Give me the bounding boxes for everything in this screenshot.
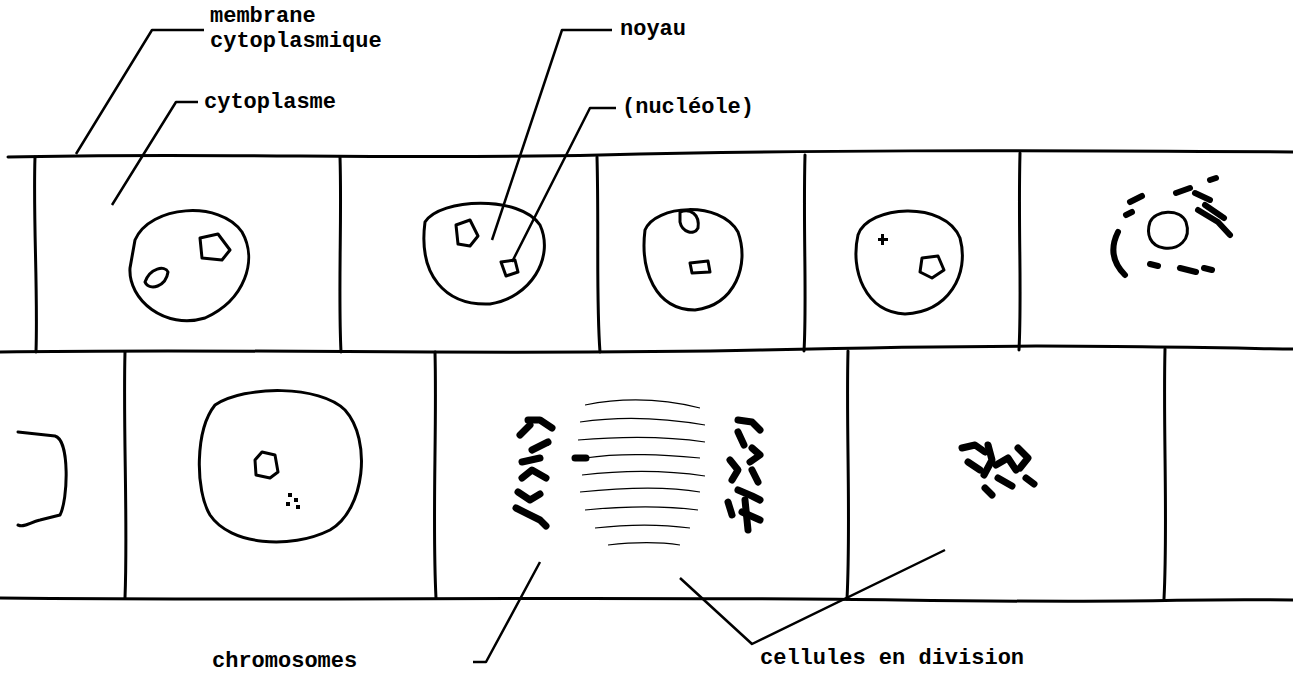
cell-wall	[847, 351, 849, 599]
spindle-fiber	[595, 525, 690, 528]
chromosome	[1210, 178, 1216, 180]
cell-wall	[1019, 153, 1020, 350]
spindle-fiber	[585, 455, 700, 458]
spindle-fibers	[578, 400, 705, 545]
cell-wall	[125, 352, 126, 598]
leader-line	[473, 562, 540, 662]
partial-nucleus	[18, 432, 66, 526]
spindle-fiber	[582, 471, 705, 476]
chromosome	[1150, 264, 1158, 266]
chromatin	[286, 502, 290, 506]
chromosome	[1176, 188, 1190, 193]
chromosome	[985, 488, 992, 495]
spindle-fiber	[585, 507, 698, 510]
chromosome	[516, 508, 546, 526]
chromosome	[522, 470, 546, 478]
chromosome	[1180, 268, 1196, 272]
chromosome	[962, 445, 985, 452]
nuclei	[130, 203, 1188, 542]
nucleolus	[255, 452, 278, 478]
leader-line	[76, 30, 204, 154]
leader-lines	[76, 30, 945, 662]
chromosome	[968, 462, 980, 470]
nucleolus	[200, 234, 230, 260]
chromosome	[1026, 478, 1034, 484]
chromosome	[738, 420, 760, 430]
chromatin	[296, 505, 300, 509]
spindle-fiber	[608, 543, 680, 545]
cell-wall	[0, 346, 1293, 352]
nucleolus	[145, 268, 168, 287]
anaphase-chromosomes	[516, 420, 760, 530]
cell-wall	[1164, 349, 1166, 599]
chromosome	[998, 478, 1012, 486]
leader-line	[492, 30, 612, 240]
chromosome	[738, 490, 760, 500]
nucleolus	[680, 211, 698, 232]
part-label: membrane cytoplasmique	[208, 4, 398, 54]
metaphase-chromosomes	[962, 445, 1034, 495]
leader-line	[512, 108, 616, 262]
cell-walls	[0, 151, 1293, 602]
chromosome	[532, 442, 548, 450]
nucleolus	[501, 260, 518, 276]
leader-line	[112, 102, 198, 205]
chromatin	[294, 498, 298, 502]
part-label: chromosomes	[210, 649, 359, 674]
chromatin-dots	[286, 234, 888, 509]
chromosome	[1018, 448, 1028, 468]
cell-wall	[35, 157, 37, 352]
part-label: noyau	[618, 17, 688, 42]
chromosome	[984, 445, 992, 475]
spindle-fiber	[580, 418, 705, 425]
chromosome	[1195, 193, 1210, 200]
nucleolus	[690, 261, 710, 273]
leader-line	[680, 550, 945, 644]
cell-wall	[0, 598, 1293, 601]
chromosome	[1130, 196, 1142, 202]
cell-wall	[597, 157, 600, 352]
chromosome	[1126, 212, 1132, 215]
chromatin	[881, 234, 884, 245]
chromosome	[522, 458, 540, 462]
spindle-fiber	[578, 437, 705, 442]
chromosome	[1113, 232, 1125, 275]
part-label: cellules en division	[758, 646, 1026, 671]
part-label: cytoplasme	[202, 90, 338, 115]
nucleus	[199, 391, 361, 542]
spindle-fiber	[585, 400, 700, 408]
chromosome	[518, 492, 540, 500]
nucleolus	[456, 220, 478, 246]
chromatin	[288, 493, 292, 497]
cell-wall	[340, 157, 341, 352]
nucleus	[130, 211, 249, 321]
nucleus	[644, 210, 742, 310]
chromosome	[996, 458, 1016, 470]
nucleolus	[1149, 212, 1188, 248]
chromosome	[520, 425, 530, 435]
chromosome	[745, 500, 748, 530]
chromosome	[750, 448, 760, 462]
chromosome	[1205, 205, 1224, 218]
nucleolus	[920, 256, 944, 278]
chromosome	[575, 455, 586, 462]
cell-wall	[8, 151, 1293, 157]
nucleus	[856, 211, 962, 314]
prophase-chromosomes	[1113, 178, 1230, 275]
chromosome	[752, 470, 758, 482]
cell-wall	[434, 352, 436, 598]
chromosome	[738, 432, 744, 445]
cell-wall	[804, 155, 805, 351]
part-label: (nucléole)	[620, 95, 756, 120]
chromosome	[730, 460, 738, 480]
chromosome	[728, 502, 732, 515]
chromosome	[1204, 268, 1212, 270]
spindle-fiber	[580, 488, 700, 492]
nucleus	[424, 203, 544, 304]
